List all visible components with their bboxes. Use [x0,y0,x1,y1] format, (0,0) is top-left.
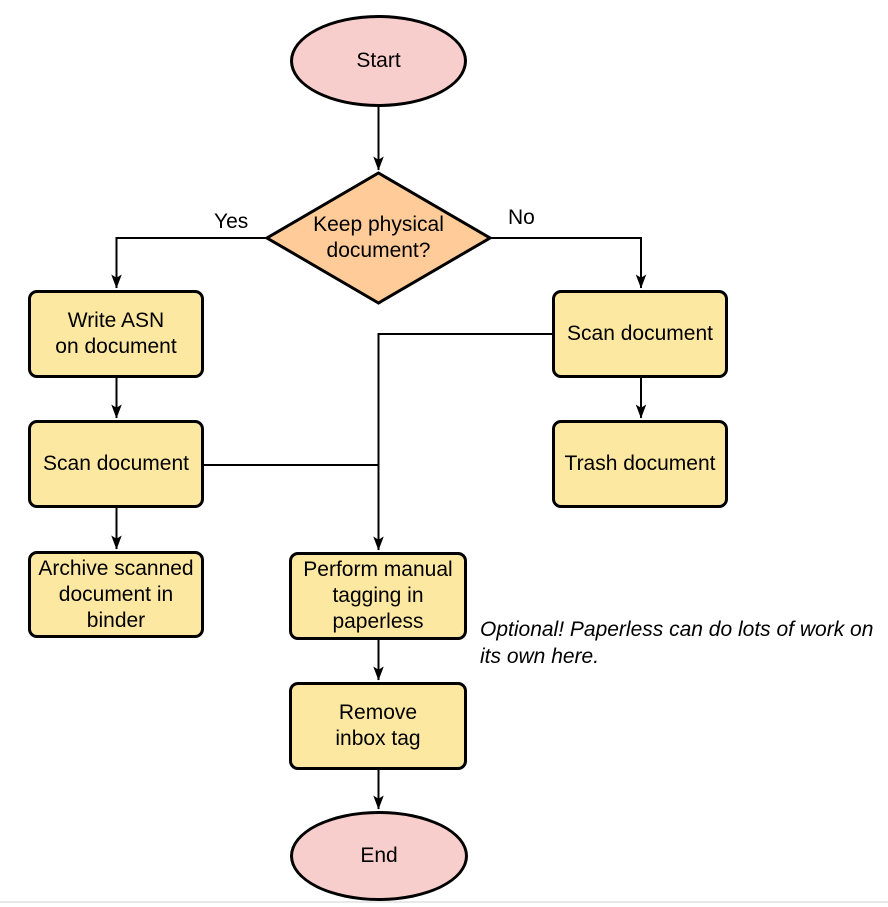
node-trash-label: Trash document [564,452,716,475]
edge-scan-right-to-tagging [373,333,552,551]
node-archive-label: Archive scanned document in binder [38,556,194,632]
edge-decision-to-scan-right [491,237,647,289]
node-scan-right-label: Scan document [567,322,713,345]
page-bottom-edge [0,901,888,903]
node-perform-manual-tagging: Perform manual tagging in paperless [289,552,467,640]
node-scan-document-left: Scan document [28,420,204,508]
note-optional-paperless: Optional! Paperless can do lots of work … [480,618,874,668]
node-remove-inbox-tag: Remove inbox tag [289,682,467,770]
node-tagging-label: Perform manual tagging in paperless [303,558,453,633]
edge-label-no: No [508,206,535,229]
node-start-label: Start [356,49,401,72]
edge-decision-to-write-asn [111,237,266,289]
edge-label-yes: Yes [214,210,249,233]
node-archive-scanned-document: Archive scanned document in binder [28,551,204,638]
node-decision-label: Keep physical document? [313,213,444,262]
diamond-shape [265,171,492,305]
node-scan-left-label: Scan document [43,452,189,475]
node-scan-document-right: Scan document [552,290,728,378]
node-remove-inbox-label: Remove inbox tag [335,701,421,750]
node-start: Start [290,15,467,107]
node-trash-document: Trash document [552,420,728,508]
node-end-label: End [360,844,398,867]
node-decision-keep-physical-document: Keep physical document? [265,171,492,305]
node-end: End [290,811,468,901]
node-write-asn-on-document: Write ASN on document [28,290,204,378]
node-write-asn-label: Write ASN on document [55,309,177,358]
